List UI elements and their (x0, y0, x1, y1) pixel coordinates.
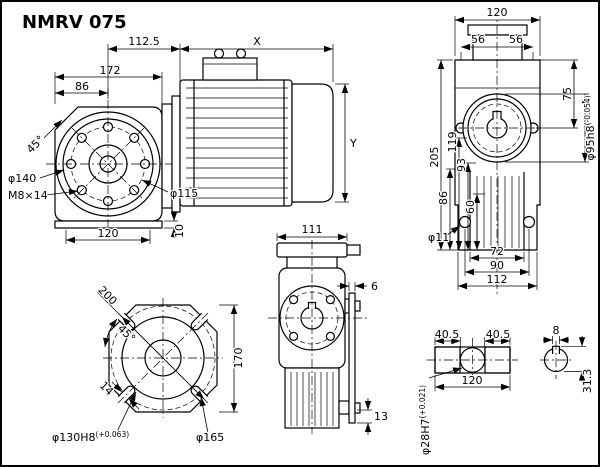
dim-dia130-label: φ130H8(+0.063) (52, 430, 129, 444)
flange-bridge (338, 400, 350, 415)
dim-6-label: 6 (371, 280, 378, 293)
output-flange-edge (348, 292, 356, 424)
dim-172-label: 172 (100, 64, 121, 77)
cable-gland (213, 48, 225, 59)
dim-m8x14-label: M8×14 (8, 189, 48, 202)
shaft-section-view: 40.5 40.5 120 φ28H7(+0.021) 8 (417, 323, 596, 457)
dim-dia95-label: φ95h8(-0.054) (583, 95, 597, 160)
motor (161, 48, 334, 213)
dim-40-5-right-label: 40.5 (486, 328, 511, 341)
bottom-view: 111 6 13 (268, 222, 389, 435)
dim-205-label: 205 (428, 147, 441, 168)
dim-86-label: 86 (437, 191, 450, 205)
dim-56-left-label: 56 (471, 33, 485, 46)
housing-fins (290, 372, 334, 426)
dim-dia115-label: φ115 (170, 187, 198, 200)
front-dimensions: 45° 86 172 112.5 X Y φ140 M8×14 (7, 34, 358, 244)
shaft-dimensions: 40.5 40.5 120 φ28H7(+0.021) (417, 327, 512, 457)
foot-hole (458, 215, 472, 229)
dim-111-label: 111 (302, 223, 323, 236)
dim-10-label: 10 (173, 224, 186, 238)
gearbox-base-plate (54, 220, 163, 229)
motor-cooling-fins (186, 87, 288, 199)
dim-170-label: 170 (232, 348, 245, 369)
side-view: 120 56 56 205 86 119 93 60 (427, 5, 598, 296)
centerlines (46, 100, 172, 236)
centerlines (458, 8, 536, 296)
gland-nub (346, 244, 361, 256)
dim-dia165-label: φ165 (196, 431, 224, 444)
dim-119-label: 119 (446, 132, 459, 153)
bolt-stub (354, 402, 361, 414)
drawing-title: NMRV 075 (22, 12, 127, 33)
foot-hole (522, 215, 536, 229)
dim-13-label: 13 (374, 410, 388, 423)
bolt-stub (354, 300, 361, 312)
dim-x-label: X (253, 35, 261, 48)
dim-8-label: 8 (553, 324, 560, 337)
dim-56-right-label: 56 (509, 33, 523, 46)
bottom-dimensions: 111 6 13 (276, 222, 389, 435)
dim-y-label: Y (349, 137, 357, 150)
dim-dia28-label: φ28H7(+0.021) (418, 385, 432, 455)
dim-86-label: 86 (75, 80, 89, 93)
dim-60-label: 60 (464, 200, 477, 214)
dim-112-5-label: 112.5 (128, 35, 160, 48)
side-dimensions: 120 56 56 205 86 119 93 60 (427, 5, 598, 290)
dim-72-label: 72 (490, 245, 504, 258)
dim-120-label: 120 (487, 6, 508, 19)
dim-90-label: 90 (490, 259, 504, 272)
keyway (307, 301, 317, 309)
bore-cross-section: 8 31.3 (540, 323, 595, 395)
dim-31-3-label: 31.3 (581, 369, 594, 394)
front-view: 45° 86 172 112.5 X Y φ140 M8×14 (7, 34, 358, 244)
dim-dia140-label: φ140 (8, 172, 36, 185)
flange-bridge (344, 298, 350, 314)
output-boss (279, 285, 345, 351)
fan-cover (291, 83, 334, 203)
cable-gland (235, 48, 247, 59)
dim-120-label: 120 (462, 374, 483, 387)
dim-dia11-label: φ11 (428, 231, 449, 244)
dim-93-label: 93 (455, 158, 468, 172)
dim-112-label: 112 (487, 273, 508, 286)
terminal-box (202, 57, 258, 81)
dim-120-label: 120 (98, 227, 119, 240)
dim-40-5-left-label: 40.5 (435, 328, 460, 341)
